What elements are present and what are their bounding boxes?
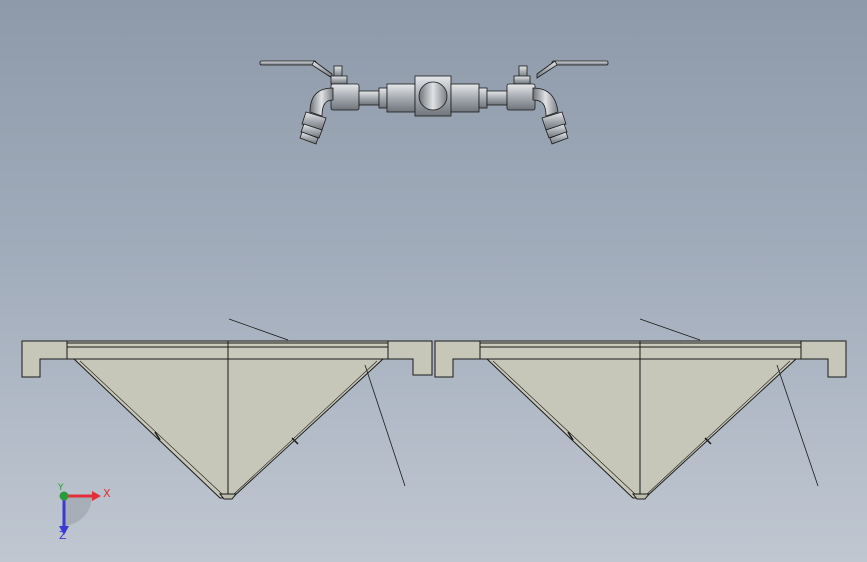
reference-triad	[59, 491, 101, 535]
triad-x-label: X	[103, 487, 111, 500]
right-pipe-nipple[interactable]	[486, 90, 508, 106]
hopper-right-funnel[interactable]	[485, 358, 798, 499]
right-pipe-nut[interactable]	[478, 87, 488, 109]
right-pipe-segment[interactable]	[450, 83, 480, 113]
triad-x-arrowhead	[92, 491, 101, 501]
left-valve-body[interactable]	[330, 83, 360, 111]
hopper-left[interactable]	[21, 318, 433, 500]
right-valve-body[interactable]	[506, 83, 536, 111]
triad-plane-shading	[64, 496, 93, 526]
left-pipe-segment[interactable]	[386, 83, 416, 113]
triad-z-arrowhead	[59, 526, 69, 535]
left-pipe-nut[interactable]	[378, 87, 388, 109]
triad-y-axis	[59, 491, 69, 501]
left-elbow-outlet[interactable]	[299, 87, 334, 145]
valve-assembly[interactable]	[259, 60, 609, 145]
right-elbow-outlet[interactable]	[532, 87, 569, 145]
triad-z-label: Z	[59, 529, 67, 542]
triad-y-label: Y	[58, 483, 64, 493]
left-valve-handle[interactable]	[259, 60, 348, 85]
center-tee-fitting[interactable]	[414, 75, 452, 117]
right-valve-handle[interactable]	[513, 60, 609, 85]
left-pipe-nipple[interactable]	[358, 90, 380, 106]
hopper-right[interactable]	[434, 318, 847, 500]
